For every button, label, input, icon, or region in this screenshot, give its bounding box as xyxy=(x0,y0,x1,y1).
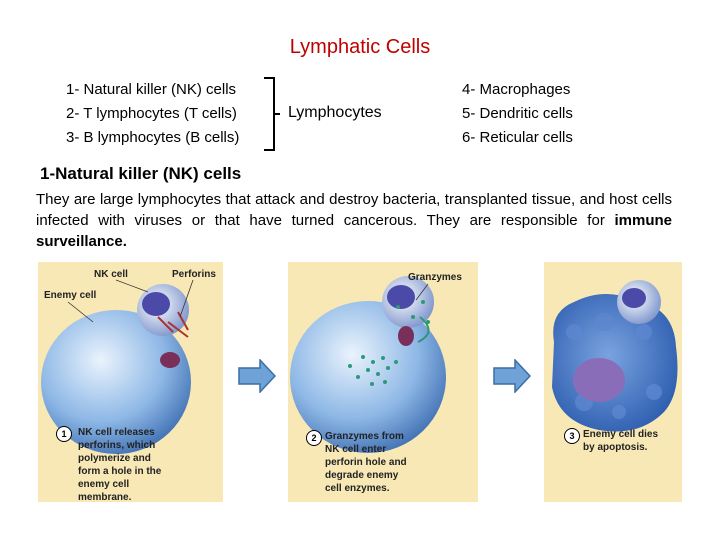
caption-line: membrane. xyxy=(78,492,132,502)
list-item: 2- T lymphocytes (T cells) xyxy=(66,105,237,122)
section-heading: 1-Natural killer (NK) cells xyxy=(40,164,242,183)
stage-2-panel: Granzymes 2 Granzymes from NK cell enter… xyxy=(288,262,478,502)
other-cells-list: 4- Macrophages 5- Dendritic cells 6- Ret… xyxy=(462,78,573,150)
list-item: 3- B lymphocytes (B cells) xyxy=(66,129,240,146)
caption-line: perforins, which xyxy=(78,440,156,451)
list-item: 5- Dendritic cells xyxy=(462,105,573,122)
stage-3-panel: 3 Enemy cell dies by apoptosis. xyxy=(544,262,682,502)
step-number: 3 xyxy=(564,428,580,444)
caption-line: cell enzymes. xyxy=(325,483,390,494)
caption-line: perforin hole and xyxy=(325,457,407,468)
lymphocytes-label: Lymphocytes xyxy=(288,104,382,121)
caption-line: enemy cell xyxy=(78,479,130,490)
nk-cell-label: NK cell xyxy=(94,269,128,280)
caption-line: degrade enemy xyxy=(325,470,399,481)
lymphocyte-list: 1- Natural killer (NK) cells 2- T lympho… xyxy=(66,78,239,150)
stage-2-caption: Granzymes from NK cell enter perforin ho… xyxy=(325,430,407,495)
right-arrow-icon xyxy=(493,359,531,393)
perforins-label: Perforins xyxy=(172,269,216,280)
caption-line: Enemy cell dies xyxy=(583,429,659,440)
page-title: Lymphatic Cells xyxy=(289,36,431,58)
nucleus-shape xyxy=(573,358,625,402)
nk-nucleus-shape xyxy=(387,285,415,309)
description-paragraph: They are large lymphocytes that attack a… xyxy=(36,189,672,252)
paragraph-text: They are large lymphocytes that attack a… xyxy=(36,191,672,229)
stage-3-caption: Enemy cell dies by apoptosis. xyxy=(583,428,658,454)
stage-1-illustration xyxy=(41,279,194,454)
enemy-cell-label: Enemy cell xyxy=(44,290,97,301)
list-item: 4- Macrophages xyxy=(462,81,571,98)
step-number: 1 xyxy=(56,426,72,442)
right-arrow-icon xyxy=(238,359,276,393)
step-number: 2 xyxy=(306,430,322,446)
caption-line: polymerize and xyxy=(78,453,151,464)
bracket-tick xyxy=(274,113,280,115)
caption-line: NK cell releases xyxy=(78,427,155,438)
stage-1-panel: NK cell Perforins Enemy cell 1 NK cell r… xyxy=(38,262,223,502)
nk-nucleus-shape xyxy=(142,292,170,316)
nk-nucleus-shape xyxy=(622,288,646,308)
caption-line: form a hole in the xyxy=(78,466,162,477)
granzymes-label: Granzymes xyxy=(408,272,462,283)
stage-2-illustration xyxy=(290,276,446,453)
enemy-cell-shape xyxy=(41,310,191,454)
paragraph-bold-term: immune surveillance. xyxy=(36,212,672,250)
stage-3-illustration xyxy=(552,280,678,432)
list-item: 1- Natural killer (NK) cells xyxy=(66,81,237,98)
stage-1-caption: NK cell releases perforins, which polyme… xyxy=(78,426,161,502)
caption-line: by apoptosis. xyxy=(583,442,648,453)
granule-shape xyxy=(160,352,180,368)
granule-shape xyxy=(398,326,414,346)
caption-line: Granzymes from xyxy=(325,431,404,442)
caption-line: NK cell enter xyxy=(325,444,387,455)
list-item: 6- Reticular cells xyxy=(462,129,573,146)
